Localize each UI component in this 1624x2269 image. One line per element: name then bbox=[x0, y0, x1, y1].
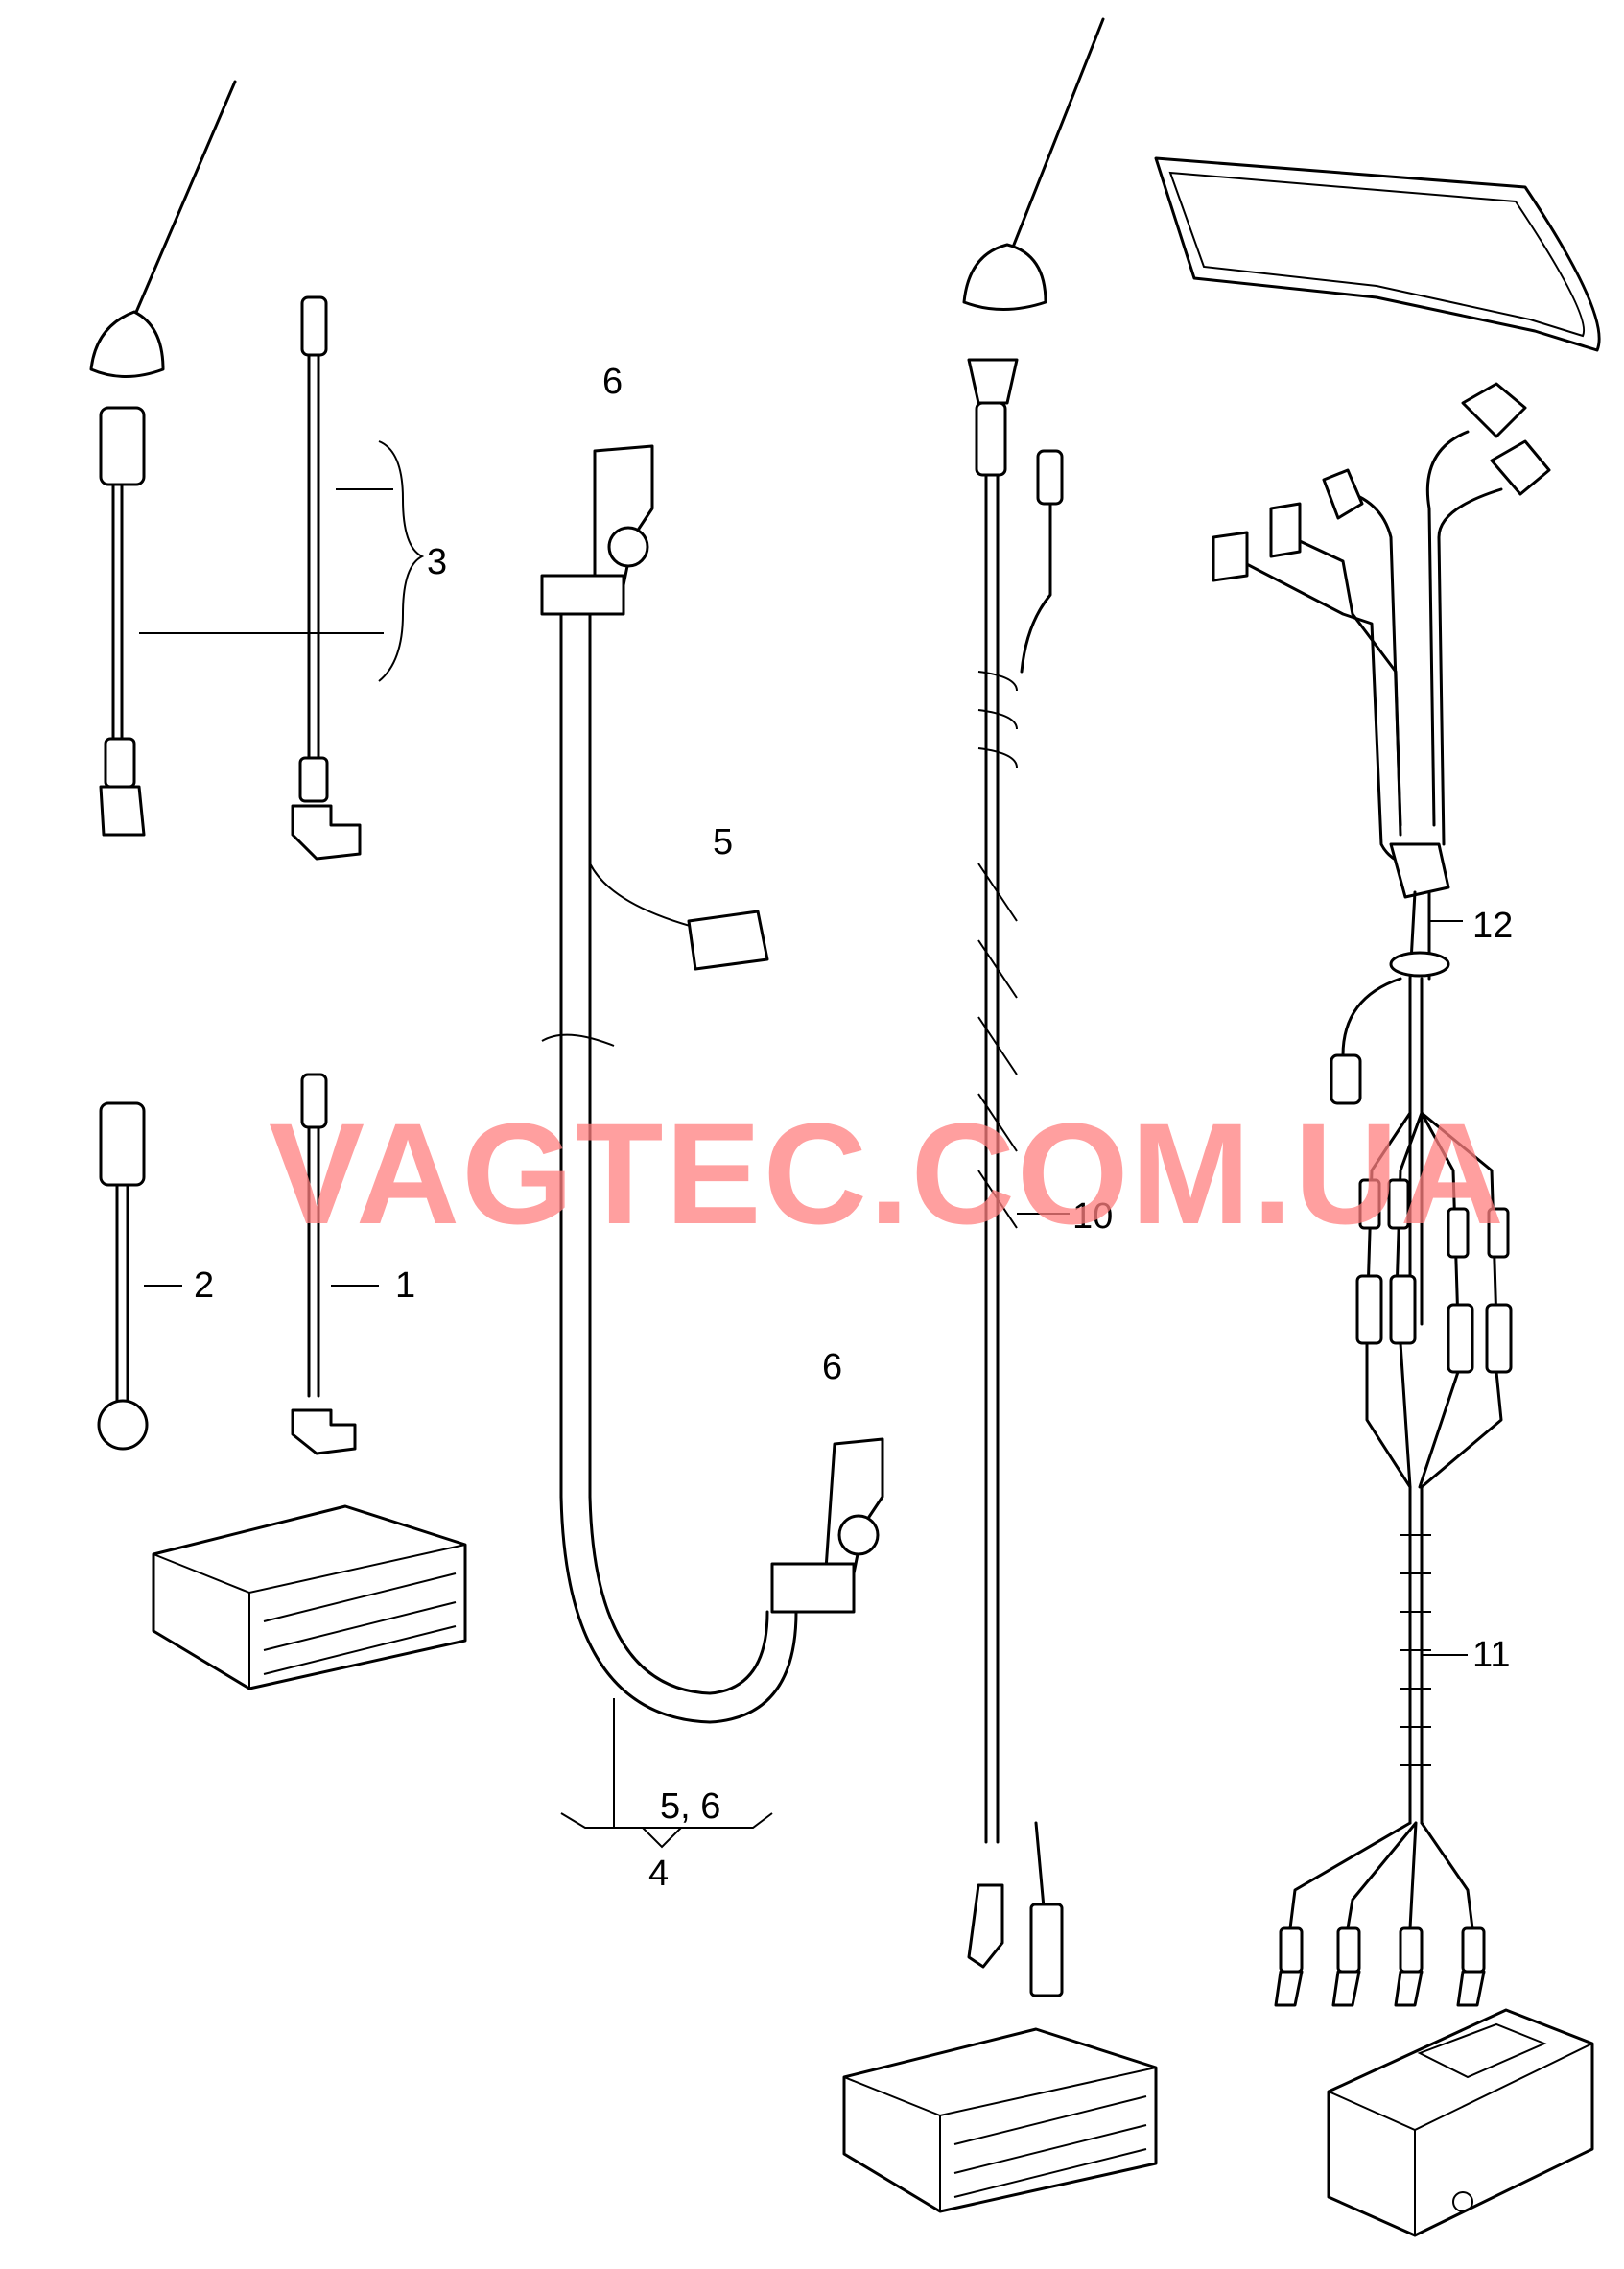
watermark-text: VAGTEC.COM.UA bbox=[269, 1093, 1506, 1254]
callout-5-6: 5, 6 bbox=[660, 1786, 720, 1827]
radio-unit-left bbox=[152, 1504, 467, 1690]
antenna-cable-straight bbox=[99, 406, 146, 837]
callout-3-bracket bbox=[139, 440, 425, 682]
rear-window bbox=[1154, 156, 1601, 352]
harness-12 bbox=[1212, 382, 1551, 1105]
antenna-rod-right bbox=[962, 17, 1105, 311]
harness-11 bbox=[1274, 977, 1513, 2007]
antenna-cable-10 bbox=[967, 358, 1070, 1997]
callout-3: 3 bbox=[427, 542, 447, 582]
antenna-cable-angled bbox=[291, 295, 362, 861]
callout-6-top: 6 bbox=[602, 362, 623, 402]
cable-2 bbox=[97, 1101, 182, 1451]
radio-unit-right bbox=[842, 2027, 1158, 2213]
callout-12: 12 bbox=[1472, 906, 1513, 946]
callout-4: 4 bbox=[648, 1854, 669, 1894]
cable-1 bbox=[291, 1073, 379, 1455]
control-module-box bbox=[1327, 2008, 1594, 2237]
antenna-rod-left bbox=[89, 80, 237, 378]
callout-2: 2 bbox=[194, 1265, 214, 1306]
callout-6-bottom: 6 bbox=[822, 1347, 842, 1387]
callout-5: 5 bbox=[713, 822, 733, 863]
callout-11: 11 bbox=[1472, 1635, 1510, 1675]
cable-set-4 bbox=[540, 444, 884, 1849]
callout-10: 10 bbox=[1072, 1196, 1113, 1237]
callout-1: 1 bbox=[395, 1265, 415, 1306]
